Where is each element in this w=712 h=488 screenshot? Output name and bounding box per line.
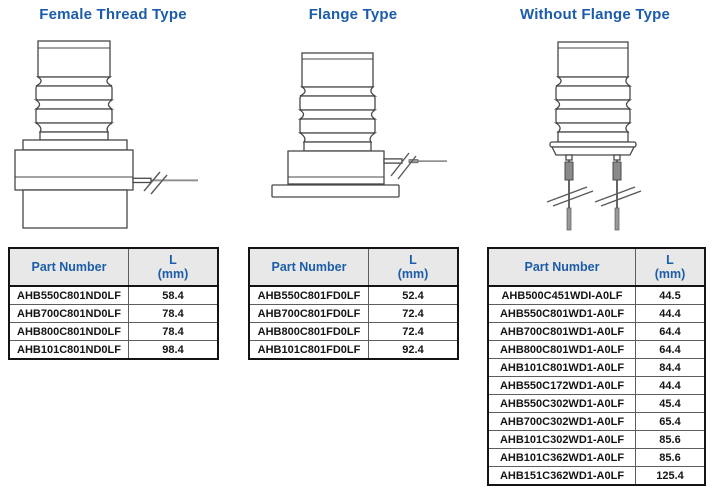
part-number-cell: AHB151C362WD1-A0LF xyxy=(487,466,636,486)
without-flange-type-diagram xyxy=(546,41,642,231)
section-title-flange: Flange Type xyxy=(308,6,398,23)
part-number-cell: AHB101C801ND0LF xyxy=(8,340,129,360)
table-row: AHB800C801FD0LF 72.4 xyxy=(248,322,459,341)
l-value-cell: 44.4 xyxy=(635,376,706,395)
part-number-cell: AHB550C801ND0LF xyxy=(8,285,129,305)
table-row: AHB101C801WD1-A0LF 84.4 xyxy=(487,358,706,377)
table-header-row: Part Number L(mm) xyxy=(8,247,219,287)
table-row: AHB101C801FD0LF 92.4 xyxy=(248,340,459,360)
table-row: AHB800C801WD1-A0LF 64.4 xyxy=(487,340,706,359)
table-row: AHB700C801ND0LF 78.4 xyxy=(8,304,219,323)
flange-plate xyxy=(271,184,400,198)
flange-part-table: Part Number L(mm) AHB550C801FD0LF 52.4 A… xyxy=(248,247,459,360)
l-value-cell: 72.4 xyxy=(368,322,459,341)
l-value-cell: 65.4 xyxy=(635,412,706,431)
table-row: AHB700C801WD1-A0LF 64.4 xyxy=(487,322,706,341)
l-value-cell: 125.4 xyxy=(635,466,706,486)
threaded-base-body xyxy=(14,139,134,229)
part-number-cell: AHB550C801WD1-A0LF xyxy=(487,304,636,323)
l-value-cell: 44.5 xyxy=(635,285,706,305)
horn-stack xyxy=(33,40,115,141)
col-header-part-number: Part Number xyxy=(487,247,636,287)
lead-wire xyxy=(132,171,198,195)
table-row: AHB700C302WD1-A0LF 65.4 xyxy=(487,412,706,431)
l-value-cell: 92.4 xyxy=(368,340,459,360)
part-number-cell: AHB700C801ND0LF xyxy=(8,304,129,323)
l-value-cell: 85.6 xyxy=(635,430,706,449)
table-row: AHB800C801ND0LF 78.4 xyxy=(8,322,219,341)
wire-break-icon xyxy=(143,171,168,195)
wire-break-icon xyxy=(594,186,642,207)
l-value-cell: 72.4 xyxy=(368,304,459,323)
part-number-cell: AHB101C362WD1-A0LF xyxy=(487,448,636,467)
table-row: AHB550C801ND0LF 58.4 xyxy=(8,285,219,305)
part-number-cell: AHB800C801FD0LF xyxy=(248,322,369,341)
female-thread-part-table: Part Number L(mm) AHB550C801ND0LF 58.4 A… xyxy=(8,247,219,360)
part-number-cell: AHB101C801WD1-A0LF xyxy=(487,358,636,377)
table-row: AHB101C362WD1-A0LF 85.6 xyxy=(487,448,706,467)
col-header-l-mm: L(mm) xyxy=(128,247,219,287)
table-row: AHB550C172WD1-A0LF 44.4 xyxy=(487,376,706,395)
l-value-cell: 58.4 xyxy=(128,285,219,305)
horn-stack xyxy=(297,52,378,152)
part-number-cell: AHB800C801WD1-A0LF xyxy=(487,340,636,359)
l-value-cell: 78.4 xyxy=(128,304,219,323)
l-value-cell: 52.4 xyxy=(368,285,459,305)
horn-stack xyxy=(553,41,633,143)
part-number-cell: AHB550C801FD0LF xyxy=(248,285,369,305)
section-title-without-flange: Without Flange Type xyxy=(519,6,671,23)
flange-type-diagram xyxy=(271,52,447,198)
part-number-cell: AHB101C801FD0LF xyxy=(248,340,369,360)
table-row: AHB700C801FD0LF 72.4 xyxy=(248,304,459,323)
col-header-l-mm: L(mm) xyxy=(635,247,706,287)
table-row: AHB500C451WDI-A0LF 44.5 xyxy=(487,285,706,305)
section-title-female-thread: Female Thread Type xyxy=(39,6,187,23)
l-value-cell: 64.4 xyxy=(635,322,706,341)
l-value-cell: 64.4 xyxy=(635,340,706,359)
table-header-row: Part Number L(mm) xyxy=(248,247,459,287)
l-value-cell: 44.4 xyxy=(635,304,706,323)
l-value-cell: 84.4 xyxy=(635,358,706,377)
part-number-cell: AHB700C801FD0LF xyxy=(248,304,369,323)
l-value-cell: 45.4 xyxy=(635,394,706,413)
table-row: AHB151C362WD1-A0LF 125.4 xyxy=(487,466,706,486)
table-header-row: Part Number L(mm) xyxy=(487,247,706,287)
lead-wires xyxy=(546,160,642,231)
part-number-cell: AHB500C451WDI-A0LF xyxy=(487,285,636,305)
part-number-cell: AHB700C302WD1-A0LF xyxy=(487,412,636,431)
table-row: AHB550C302WD1-A0LF 45.4 xyxy=(487,394,706,413)
without-flange-part-table: Part Number L(mm) AHB500C451WDI-A0LF 44.… xyxy=(487,247,706,486)
part-number-cell: AHB550C302WD1-A0LF xyxy=(487,394,636,413)
base-skirt xyxy=(549,141,637,161)
lead-wire xyxy=(383,152,447,180)
wire-break-icon xyxy=(390,152,417,180)
col-header-part-number: Part Number xyxy=(8,247,129,287)
table-row: AHB101C801ND0LF 98.4 xyxy=(8,340,219,360)
flange-base-body xyxy=(271,150,400,198)
part-number-cell: AHB700C801WD1-A0LF xyxy=(487,322,636,341)
col-header-l-mm: L(mm) xyxy=(368,247,459,287)
part-number-cell: AHB550C172WD1-A0LF xyxy=(487,376,636,395)
table-row: AHB550C801WD1-A0LF 44.4 xyxy=(487,304,706,323)
l-value-cell: 98.4 xyxy=(128,340,219,360)
part-number-cell: AHB800C801ND0LF xyxy=(8,322,129,341)
col-header-part-number: Part Number xyxy=(248,247,369,287)
part-number-cell: AHB101C302WD1-A0LF xyxy=(487,430,636,449)
l-value-cell: 85.6 xyxy=(635,448,706,467)
table-row: AHB550C801FD0LF 52.4 xyxy=(248,285,459,305)
female-thread-type-diagram xyxy=(14,40,198,229)
table-row: AHB101C302WD1-A0LF 85.6 xyxy=(487,430,706,449)
wire-break-icon xyxy=(546,186,594,207)
l-value-cell: 78.4 xyxy=(128,322,219,341)
